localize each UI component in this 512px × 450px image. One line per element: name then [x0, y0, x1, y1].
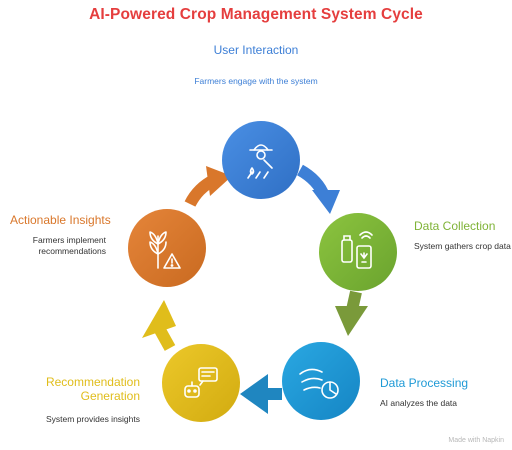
wheat-warning-icon — [149, 231, 181, 269]
step-label-recommendation-line1: Recommendation — [45, 375, 140, 389]
step-label-data-processing: Data Processing — [380, 376, 469, 390]
step-circle-recommendation — [162, 344, 240, 422]
arrow-processing-to-recommendation — [240, 374, 282, 414]
robot-chat-icon — [184, 367, 218, 398]
step-label-recommendation: Recommendation Generation — [20, 375, 140, 403]
step-desc-recommendation: System provides insights — [45, 414, 140, 424]
diagram-title: AI-Powered Crop Management System Cycle — [89, 6, 423, 23]
step-label-recommendation-line2: Generation — [80, 389, 140, 403]
step-circle-data-collection — [319, 213, 397, 291]
arrow-collection-to-processing — [335, 290, 368, 336]
step-label-data-collection: Data Collection — [414, 219, 496, 233]
step-circle-actionable-insights — [128, 209, 206, 287]
step-label-actionable-insights: Actionable Insights — [10, 213, 111, 227]
data-analysis-icon — [299, 368, 339, 399]
step-desc-data-processing: AI analyzes the data — [380, 398, 458, 408]
made-with-footer: Made with Napkin — [448, 437, 504, 444]
step-desc-actionable-insights: Farmers implement recommendations — [10, 235, 106, 257]
farmer-icon — [247, 144, 273, 179]
step-desc-data-collection: System gathers crop data — [414, 241, 511, 251]
step-circle-data-processing — [282, 342, 360, 420]
step-circle-user-interaction — [222, 121, 300, 199]
step-desc-user-interaction: Farmers engage with the system — [194, 76, 318, 86]
arrow-interaction-to-collection — [296, 164, 340, 214]
step-desc-actionable-insights-line1: Farmers implement — [32, 235, 106, 245]
step-desc-actionable-insights-line2: recommendations — [38, 246, 106, 256]
sensor-phone-icon — [341, 231, 373, 269]
step-label-user-interaction: User Interaction — [213, 43, 299, 57]
arrow-recommendation-to-insights — [142, 300, 176, 351]
